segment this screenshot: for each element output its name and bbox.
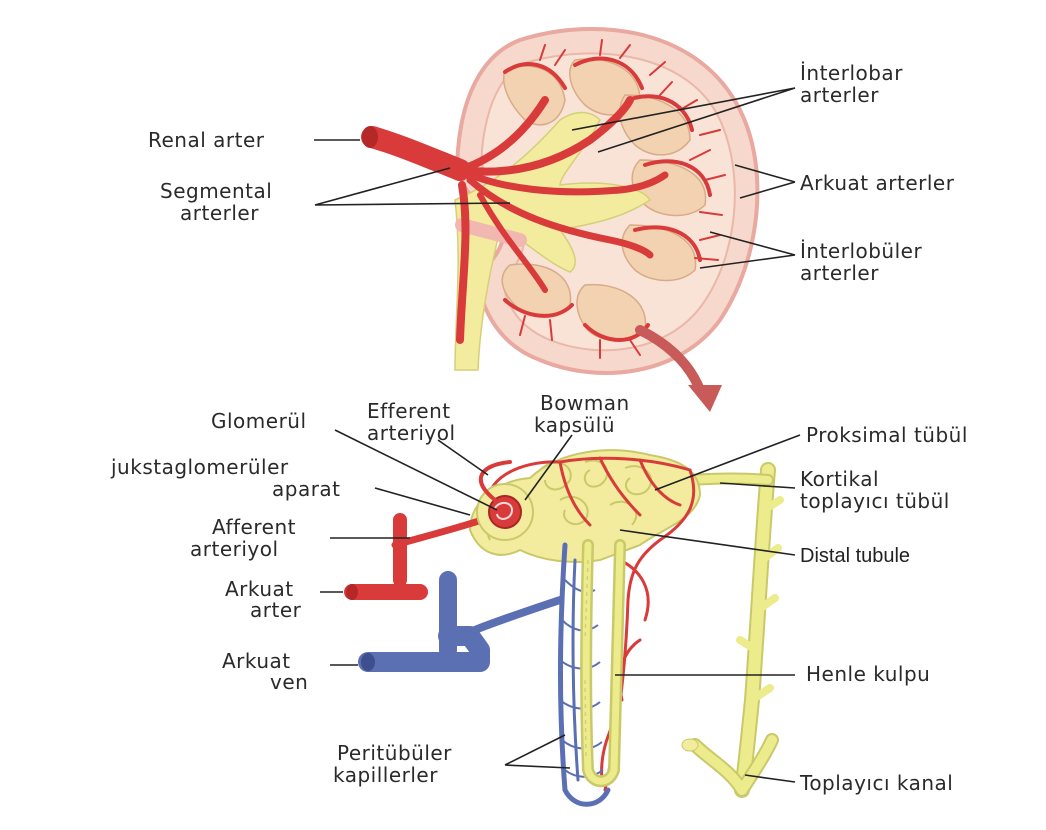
label-bowman: Bowman xyxy=(540,391,630,415)
label-jukstaglomeruler-2: aparat xyxy=(272,477,341,501)
label-jukstaglomeruler: jukstaglomerüler xyxy=(110,455,289,479)
loop-of-henle xyxy=(585,545,620,781)
label-kortikal: Kortikal xyxy=(800,467,879,491)
label-peritubuler: Peritübüler xyxy=(337,741,452,765)
arkuat-arter-opening xyxy=(346,584,358,600)
label-arkuat-arterler: Arkuat arterler xyxy=(800,171,955,195)
label-distal: Distal tubule xyxy=(800,545,910,567)
label-toplayici-kanal: Toplayıcı kanal xyxy=(799,771,953,795)
vein-to-capillaries xyxy=(475,600,560,630)
label-interlobar: İnterlobar xyxy=(800,61,903,85)
label-arkuat-arter-2: arter xyxy=(250,598,302,622)
label-afferent-2: arteriyol xyxy=(190,537,279,561)
label-afferent: Afferent xyxy=(212,515,296,539)
collecting-duct xyxy=(682,470,780,790)
label-glomerul: Glomerül xyxy=(211,409,307,433)
label-proksimal: Proksimal tübül xyxy=(806,423,968,447)
cortical-tubule-inner xyxy=(690,479,768,481)
kidney-illustration xyxy=(362,29,757,412)
label-interlobuler-2: arterler xyxy=(800,261,879,285)
label-segmental-2: arterler xyxy=(180,201,259,225)
descending-artery xyxy=(460,185,465,340)
arkuat-ven-opening xyxy=(361,653,375,671)
renal-artery-trunk xyxy=(372,137,460,170)
renal-artery-opening xyxy=(362,126,378,148)
label-arkuat-ven-2: ven xyxy=(270,670,308,694)
label-efferent-2: arteriyol xyxy=(367,421,456,445)
label-peritubuler-2: kapillerler xyxy=(333,763,438,787)
label-renal-arter: Renal arter xyxy=(148,128,265,152)
label-segmental: Segmental xyxy=(160,179,272,203)
label-interlobar-2: arterler xyxy=(800,83,879,107)
label-efferent: Efferent xyxy=(367,399,451,423)
label-interlobuler: İnterlobüler xyxy=(800,239,922,263)
label-kortikal-2: toplayıcı tübül xyxy=(800,489,950,513)
label-henle: Henle kulpu xyxy=(806,662,930,686)
label-bowman-2: kapsülü xyxy=(534,413,615,437)
arkuat-ven-trunk xyxy=(368,636,480,662)
